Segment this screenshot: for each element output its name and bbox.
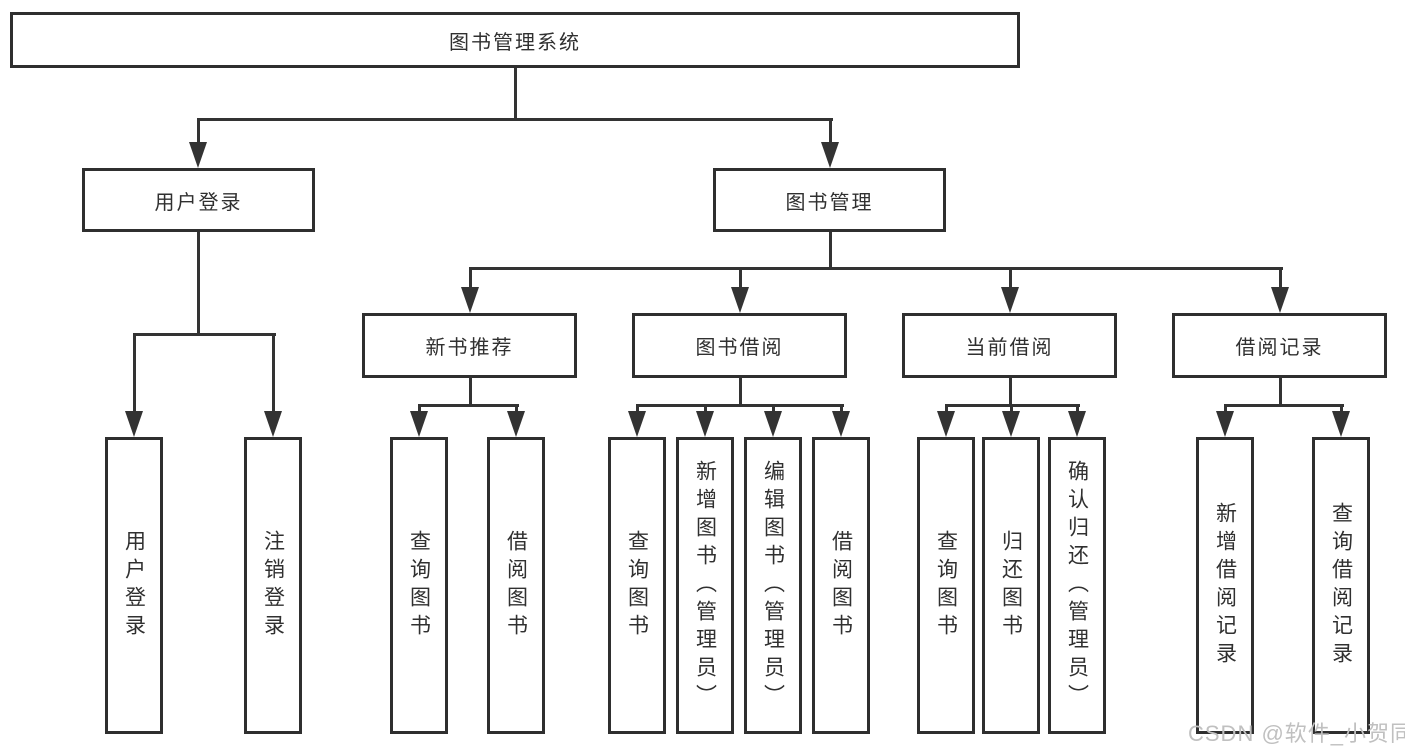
connector-line [704,404,707,414]
connector-line [197,232,200,336]
arrow-down-icon [821,142,839,168]
connector-line [1279,267,1282,290]
arrow-down-icon [461,287,479,313]
connector-line [1009,267,1012,290]
leaf-query-borrow-record: 查询借阅记录 [1312,437,1370,734]
arrow-down-icon [628,411,646,437]
watermark: CSDN @软件_小贺同学 [1188,721,1405,746]
node-root-system: 图书管理系统 [10,12,1020,68]
connector-line [739,267,742,290]
connector-line [772,404,775,414]
connector-line [469,267,1283,270]
connector-line [739,377,742,407]
arrow-down-icon [696,411,714,437]
arrow-down-icon [1271,287,1289,313]
arrow-down-icon [507,411,525,437]
leaf-query-books-recommend: 查询图书 [390,437,448,734]
connector-line [514,68,517,120]
connector-line [829,232,832,270]
arrow-down-icon [189,142,207,168]
arrow-down-icon [1068,411,1086,437]
connector-line [272,333,275,414]
node-book-borrow: 图书借阅 [632,313,847,378]
arrow-down-icon [1216,411,1234,437]
leaf-borrow-books-recommend: 借阅图书 [487,437,545,734]
node-user-login-branch: 用户登录 [82,168,315,232]
leaf-add-books-admin: 新增图书（管理员） [676,437,734,734]
connector-line [469,267,472,290]
arrow-down-icon [1002,411,1020,437]
connector-line [197,118,200,145]
connector-line [515,404,518,414]
connector-line [1076,404,1079,414]
leaf-confirm-return-admin: 确认归还（管理员） [1048,437,1106,734]
connector-line [1009,377,1012,407]
connector-line [1340,404,1343,414]
connector-line [945,404,948,414]
arrow-down-icon [764,411,782,437]
node-borrow-records: 借阅记录 [1172,313,1387,378]
connector-line [636,404,639,414]
leaf-edit-books-admin: 编辑图书（管理员） [744,437,802,734]
leaf-logout: 注销登录 [244,437,302,734]
leaf-borrow-books: 借阅图书 [812,437,870,734]
arrow-down-icon [937,411,955,437]
connector-line [469,377,472,407]
leaf-return-books: 归还图书 [982,437,1040,734]
connector-line [197,118,833,121]
connector-line [1224,404,1227,414]
connector-line [418,404,421,414]
connector-line [1224,404,1344,407]
connector-line [1279,377,1282,407]
arrow-down-icon [125,411,143,437]
leaf-query-books-borrow: 查询图书 [608,437,666,734]
connector-line [829,118,832,145]
connector-line [133,333,276,336]
leaf-user-login: 用户登录 [105,437,163,734]
leaf-query-books-current: 查询图书 [917,437,975,734]
arrow-down-icon [264,411,282,437]
arrow-down-icon [731,287,749,313]
arrow-down-icon [832,411,850,437]
arrow-down-icon [410,411,428,437]
arrow-down-icon [1332,411,1350,437]
node-new-book-recommend: 新书推荐 [362,313,577,378]
connector-line [1010,404,1013,414]
leaf-add-borrow-record: 新增借阅记录 [1196,437,1254,734]
connector-line [133,333,136,414]
arrow-down-icon [1001,287,1019,313]
connector-line [636,404,844,407]
connector-line [418,404,519,407]
connector-line [840,404,843,414]
node-current-borrow: 当前借阅 [902,313,1117,378]
node-book-management-branch: 图书管理 [713,168,946,232]
